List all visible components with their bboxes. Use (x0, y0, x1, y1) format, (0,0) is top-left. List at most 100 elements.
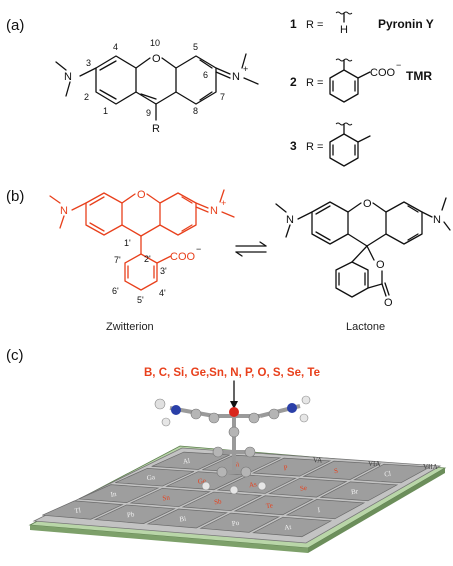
element-tile (42, 500, 124, 520)
element-tile (115, 468, 195, 487)
svg-text:−: − (396, 60, 401, 70)
element-tile (251, 457, 332, 477)
zw-atom-n-right: N (210, 205, 218, 217)
svg-text:R =: R = (306, 19, 323, 31)
element-symbol: Al (182, 457, 190, 466)
element-symbol: Cl (384, 470, 392, 479)
svg-text:6: 6 (203, 70, 208, 80)
element-tile (285, 499, 366, 520)
element-tile (252, 516, 333, 538)
element-symbol: At (284, 523, 292, 532)
svg-text:−: − (196, 244, 201, 254)
svg-text:10: 10 (150, 38, 160, 48)
group-header: VA (313, 457, 322, 465)
element-symbol: P (283, 464, 288, 472)
element-symbol: Si (233, 460, 240, 469)
svg-text:3: 3 (290, 139, 297, 153)
lac-atom-o-carbonyl: O (384, 297, 393, 309)
name-tmr: TMR (406, 69, 432, 83)
panel-a-label: (a) (6, 17, 24, 34)
svg-text:5: 5 (193, 42, 198, 52)
element-symbol: Po (231, 519, 240, 528)
group-coo: COO (370, 67, 396, 79)
group-header: VIIA (423, 463, 438, 471)
svg-text:8: 8 (193, 106, 198, 116)
charge-plus: + (243, 64, 248, 74)
lac-atom-o-lactone: O (376, 259, 385, 271)
svg-text:1: 1 (103, 106, 108, 116)
xanthene-core-a (55, 53, 259, 121)
lactone-structure (275, 197, 451, 298)
element-symbol: S (334, 467, 339, 475)
element-symbol: Ga (146, 473, 156, 482)
panel-b: (b) N N (6, 188, 451, 333)
element-symbol: In (110, 490, 117, 499)
substituent-row-2: 2 R = COO − TMR (290, 58, 432, 103)
element-symbol: As (248, 480, 257, 489)
panel-c: (c) B, C, Si, Ge,Sn, N, P, O, S, Se, Te … (6, 347, 447, 553)
equilibrium-arrows (235, 241, 267, 257)
element-tile (78, 484, 160, 503)
lac-atom-n-left: N (286, 214, 294, 226)
zw-atom-o: O (137, 189, 146, 201)
svg-text:2: 2 (84, 92, 89, 102)
svg-text:6': 6' (112, 286, 119, 296)
svg-text:7': 7' (114, 255, 121, 265)
element-symbol: Bi (179, 515, 187, 524)
svg-text:9: 9 (146, 108, 151, 118)
element-symbol: Sn (162, 493, 171, 502)
element-tile (302, 460, 382, 480)
element-symbol: Te (265, 501, 273, 510)
element-symbol: Br (351, 487, 360, 496)
svg-text:2': 2' (144, 254, 151, 264)
element-tile (146, 508, 228, 529)
element-symbol: Ge (197, 477, 206, 486)
element-tile (181, 491, 263, 512)
name-pyronin-y: Pyronin Y (378, 17, 434, 31)
svg-text:4: 4 (113, 42, 118, 52)
pointer-arrowhead (230, 401, 238, 409)
svg-text:2: 2 (290, 75, 297, 89)
substituent-r: R (152, 123, 160, 135)
caption-lactone: Lactone (346, 321, 385, 333)
element-tile (233, 495, 314, 516)
atom-n-right: N (232, 71, 240, 83)
zw-carboxylate: COO (170, 251, 196, 263)
caption-zwitterion: Zwitterion (106, 321, 154, 333)
svg-text:7: 7 (220, 92, 225, 102)
molecule-ball-model (154, 395, 311, 495)
panel-c-label: (c) (6, 347, 24, 364)
svg-text:5': 5' (137, 295, 144, 305)
element-symbol: Se (299, 484, 307, 493)
element-symbol: I (317, 506, 321, 514)
element-tile (319, 481, 399, 502)
element-tile (199, 512, 281, 533)
svg-text:3': 3' (160, 266, 167, 276)
svg-text:R =: R = (306, 77, 323, 89)
position-numbers: 10 4 5 3 6 2 7 1 9 8 (84, 38, 225, 118)
zw-position-numbers: 1' 2' 3' 4' 5' 6' 7' (112, 238, 167, 305)
svg-text:4': 4' (159, 288, 166, 298)
element-tile (93, 504, 176, 524)
zwitterion-structure (49, 189, 235, 291)
atom-o-ring: O (152, 53, 161, 65)
substituent-row-3: 3 R = (290, 122, 371, 167)
zw-atom-n-left: N (60, 205, 68, 217)
element-symbol: Tl (74, 506, 81, 515)
svg-text:1: 1 (290, 17, 297, 31)
element-symbol: Sb (214, 497, 223, 506)
group-h: H (340, 24, 348, 36)
svg-text:1': 1' (124, 238, 131, 248)
element-tile (151, 451, 230, 470)
lac-atom-n-right: N (433, 214, 441, 226)
svg-text:3: 3 (86, 58, 91, 68)
panel-a: (a) N (6, 11, 434, 167)
heteroatom-list: B, C, Si, Ge,Sn, N, P, O, S, Se, Te (144, 367, 320, 379)
atom-n-left: N (64, 71, 72, 83)
substituent-row-1: 1 R = H Pyronin Y (290, 11, 434, 36)
element-tile (129, 487, 211, 508)
lac-atom-o-ring: O (363, 198, 372, 210)
element-tile (353, 463, 432, 484)
